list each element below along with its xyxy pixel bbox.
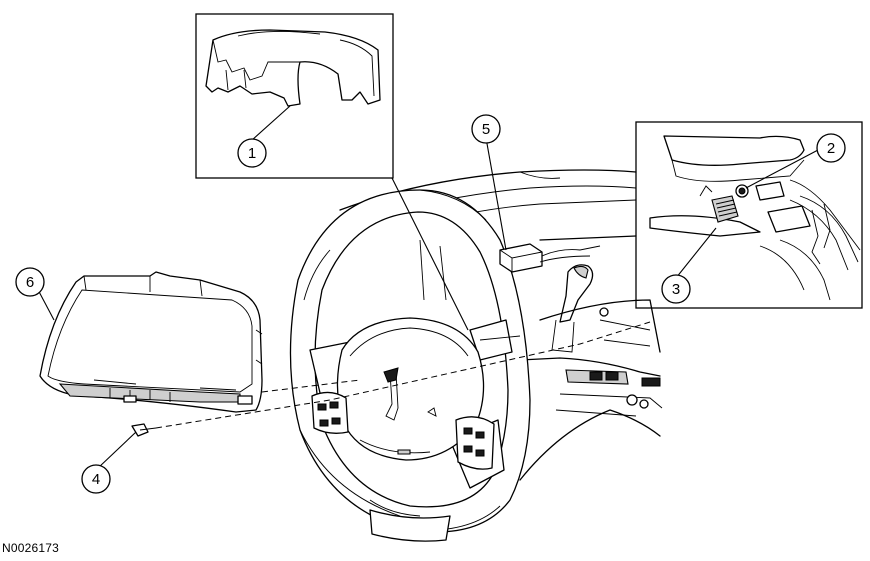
svg-text:5: 5 <box>482 121 490 138</box>
callout-2: 2 <box>816 133 846 163</box>
callout-1: 1 <box>237 138 267 168</box>
callout-5: 5 <box>471 114 501 144</box>
callout-4: 4 <box>81 464 111 494</box>
screw-fastener <box>131 423 157 437</box>
alignment-dashed-line-2 <box>261 379 361 393</box>
alignment-dashed-line <box>155 321 651 429</box>
instrument-cluster <box>39 271 263 413</box>
svg-text:4: 4 <box>92 471 100 488</box>
figure-id: N0026173 <box>2 541 59 555</box>
steering-column-shroud <box>205 29 381 107</box>
callout-6: 6 <box>15 267 45 297</box>
svg-text:6: 6 <box>26 274 34 291</box>
connector-detail <box>649 135 861 301</box>
svg-text:1: 1 <box>248 145 256 162</box>
svg-text:3: 3 <box>672 281 680 298</box>
callout-3: 3 <box>661 274 691 304</box>
svg-text:2: 2 <box>827 140 835 157</box>
steering-wheel <box>289 189 531 542</box>
module-component <box>499 243 601 273</box>
